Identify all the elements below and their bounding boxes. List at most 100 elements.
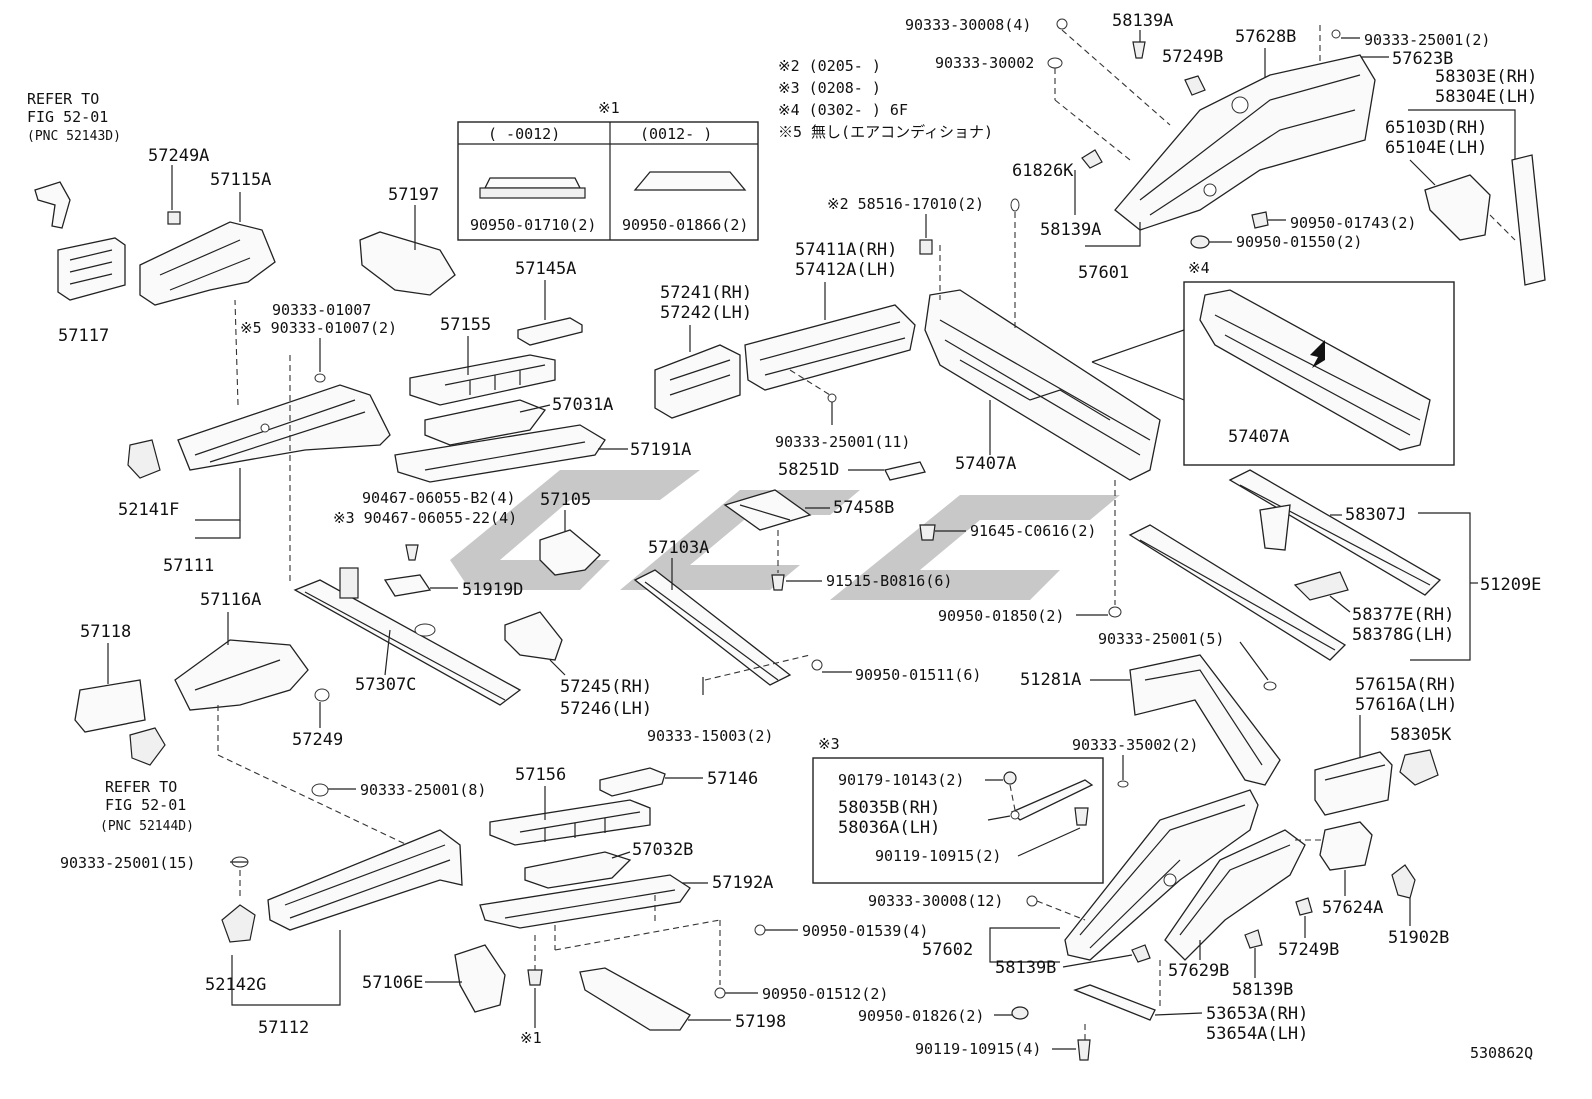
label-90950-01511: 90950-01511(6)	[855, 666, 981, 684]
label-58139B-r: 58139B	[1232, 980, 1293, 1000]
part-57103A: 57103A 90950-01511(6) 90333-15003(2)	[633, 538, 981, 745]
label-58516: ※2 58516-17010(2)	[827, 195, 984, 213]
label-57624A: 57624A	[1322, 898, 1383, 918]
label-90333-30002: 90333-30002	[935, 54, 1034, 72]
label-65104E: 65104E(LH)	[1385, 138, 1487, 158]
label-57031A: 57031A	[552, 395, 613, 415]
part-57411A: 57411A(RH) 57412A(LH) 90333-25001(11)	[744, 240, 916, 451]
label-90950-01550: 90950-01550(2)	[1236, 233, 1362, 251]
label-65103D: 65103D(RH)	[1385, 118, 1487, 138]
label-57246: 57246(LH)	[560, 699, 652, 719]
label-53653A: 53653A(RH)	[1206, 1004, 1308, 1024]
label-57103A: 57103A	[648, 538, 709, 558]
grommet-large	[633, 171, 747, 191]
part-57106E: 57106E	[362, 944, 506, 1013]
label-57249B: 57249B	[1278, 940, 1339, 960]
part-57197: 57197	[359, 185, 456, 296]
bracket-52144d	[129, 727, 166, 766]
part-57615A: 57615A(RH) 57616A(LH) 58305K	[1314, 675, 1457, 816]
label-57249B-top: 57249B	[1162, 47, 1223, 67]
label-57146: 57146	[707, 769, 758, 789]
label-90119-2: 90119-10915(2)	[875, 847, 1001, 865]
label-90467-b2: 90467-06055-B2(4)	[362, 489, 516, 507]
grommet-small	[483, 177, 582, 189]
refer-a-line3: (PNC 52143D)	[27, 129, 121, 144]
label-51281A: 51281A	[1020, 670, 1081, 690]
label-57628B: 57628B	[1235, 27, 1296, 47]
label-90333-25001-15: 90333-25001(15)	[60, 854, 195, 872]
label-57407A-inset: 57407A	[1228, 427, 1289, 447]
part-57118: 57118	[74, 622, 166, 766]
part-58303E: 58303E(RH) 58304E(LH) 65103D(RH) 65104E(…	[1385, 67, 1546, 286]
label-57118: 57118	[80, 622, 131, 642]
part-57601: 58139A 57601 90950-01743(2) 90950-01550(…	[1040, 54, 1416, 283]
label-57145A: 57145A	[515, 259, 576, 279]
inset1-title: ※1	[598, 99, 620, 117]
label-57249A: 57249A	[148, 146, 209, 166]
mark-1: ※1	[520, 1029, 542, 1047]
inset3-frame	[812, 757, 1104, 884]
part-51209E: 58307J 51209E 58377E(RH) 58378G(LH)	[1128, 469, 1541, 661]
label-61826K: 61826K	[1012, 161, 1074, 181]
part-57032B: 57032B	[524, 840, 693, 889]
note-2: ※2 (0205- )	[778, 57, 881, 75]
label-52142G: 52142G	[205, 975, 266, 995]
label-90333-01007: 90333-01007	[272, 301, 371, 319]
label-58139A-top: 58139A	[1112, 11, 1173, 31]
label-57117: 57117	[58, 326, 109, 346]
part-57115A: 57249A 57115A	[139, 146, 276, 306]
inset-3: ※3 90179-10143(2) 58035B(RH) 58036A(LH) …	[812, 735, 1104, 884]
part-57192A: 57192A	[479, 873, 773, 985]
part-52142G	[221, 904, 256, 943]
label-51902B: 51902B	[1388, 928, 1449, 948]
refer-b-line1: REFER TO	[105, 778, 177, 796]
fasteners-90467: 90467-06055-B2(4) ※3 90467-06055-22(4) 5…	[333, 489, 523, 600]
label-90467-22: ※3 90467-06055-22(4)	[333, 509, 517, 527]
part-57245: 57245(RH) 57246(LH)	[504, 611, 652, 719]
part-57156: 57156	[489, 765, 651, 846]
label-90950-01826: 90950-01826(2)	[858, 1007, 984, 1025]
label-58378G: 58378G(LH)	[1352, 625, 1454, 645]
refer-bottom: REFER TO FIG 52-01 (PNC 52144D)	[100, 778, 194, 834]
part-57116A: 57116A 57249	[174, 590, 461, 871]
inset1-col2: (0012- )	[640, 125, 712, 143]
part-52141F	[127, 439, 161, 479]
part-57112: 90333-25001(8) 90333-25001(15) 52142G 57…	[60, 781, 486, 1038]
label-57111: 57111	[163, 556, 214, 576]
label-90333-25001-5: 90333-25001(5)	[1098, 630, 1224, 648]
label-58035B: 58035B(RH)	[838, 798, 940, 818]
inset1-col1: ( -0012)	[488, 125, 560, 143]
inset1-pn1: 90950-01710(2)	[470, 216, 596, 234]
label-57623B: 57623B	[1392, 49, 1453, 69]
label-51919D: 51919D	[462, 580, 523, 600]
refer-b-line3: (PNC 52144D)	[100, 819, 194, 834]
part-58251D: 58251D	[778, 460, 926, 481]
part-53653A: 53653A(RH) 53654A(LH) 90950-01826(2) 901…	[858, 960, 1308, 1061]
inset1-frame	[457, 121, 759, 241]
note-4: ※4 (0302- ) 6F	[778, 101, 908, 119]
label-58303E: 58303E(RH)	[1435, 67, 1537, 87]
label-57245: 57245(RH)	[560, 677, 652, 697]
label-57192A: 57192A	[712, 873, 773, 893]
part-57191A: 57191A	[394, 424, 691, 483]
refer-a-line2: FIG 52-01	[27, 108, 108, 126]
label-57242: 57242(LH)	[660, 303, 752, 323]
label-90333-30008-12: 90333-30008(12)	[868, 892, 1003, 910]
label-58305K: 58305K	[1390, 725, 1452, 745]
part-57629B: 57629B 57249B 58139B	[1164, 829, 1339, 1000]
part-51919D	[383, 574, 432, 597]
label-90333-25001-11: 90333-25001(11)	[775, 433, 910, 451]
label-57615A: 57615A(RH)	[1355, 675, 1457, 695]
label-57106E: 57106E	[362, 973, 423, 993]
note-5: ※5 無し(エアコンディショナ)	[778, 123, 993, 141]
label-57411A: 57411A(RH)	[795, 240, 897, 260]
inset4-frame	[1183, 281, 1455, 466]
label-90333-30008-4: 90333-30008(4)	[905, 16, 1031, 34]
label-57407A: 57407A	[955, 454, 1016, 474]
diagram-id: 530862Q	[1470, 1044, 1533, 1062]
part-57241: 57241(RH) 57242(LH)	[654, 283, 752, 419]
part-57117: 57117	[57, 237, 126, 346]
refer-a-line1: REFER TO	[27, 90, 99, 108]
label-57249: 57249	[292, 730, 343, 750]
label-90950-01850: 90950-01850(2)	[938, 607, 1064, 625]
